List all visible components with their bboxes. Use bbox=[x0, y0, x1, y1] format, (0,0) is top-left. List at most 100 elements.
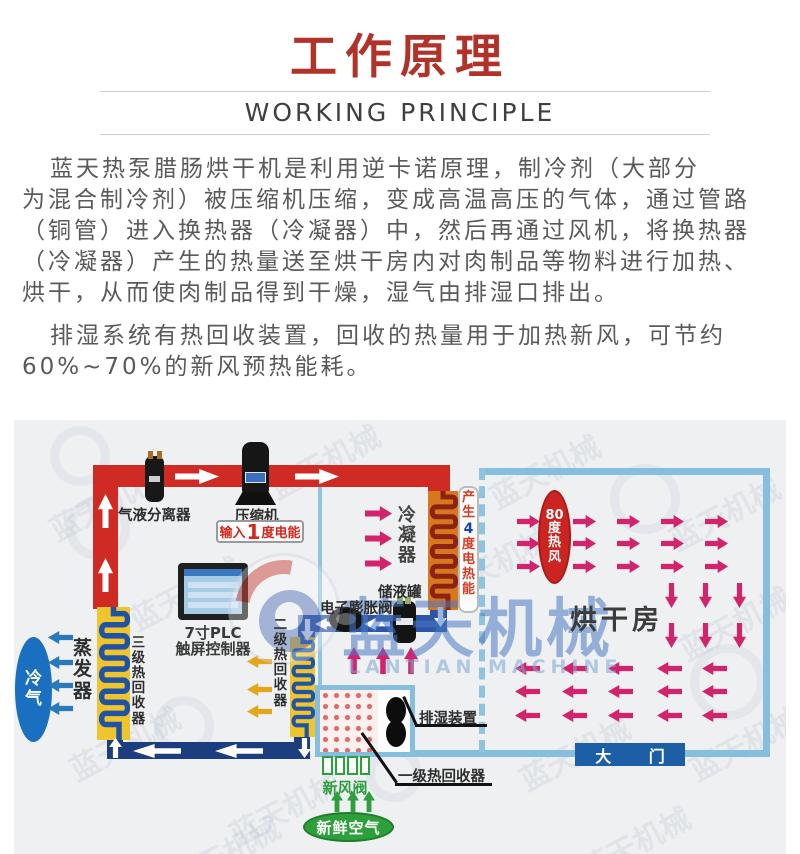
divider-line bbox=[100, 91, 710, 92]
condenser-inlet-pipe bbox=[428, 465, 450, 495]
exhaust-air-arrow bbox=[515, 709, 540, 722]
fresh-air-valve-cell bbox=[359, 756, 370, 775]
plc-label-line2: 触屏控制器 bbox=[175, 640, 251, 658]
recovered-heat-arrow bbox=[404, 647, 418, 674]
hot-gas-pipe-horizontal bbox=[95, 465, 450, 487]
watermark-faint-text: 蓝天机械 bbox=[161, 804, 288, 854]
cold-air-arrow bbox=[48, 631, 73, 644]
tank-cap-icon bbox=[405, 596, 411, 604]
fresh-air-valve-icon bbox=[322, 756, 370, 775]
plc-screen-row bbox=[188, 582, 238, 588]
fresh-air-valve-cell bbox=[334, 756, 345, 775]
recovery1-underline bbox=[395, 783, 492, 786]
recovered-heat-arrow bbox=[247, 705, 272, 718]
watermark-faint-text: 蓝天机械 bbox=[574, 801, 697, 854]
hot-air-arrow bbox=[699, 583, 712, 608]
exhaust-fan-icon bbox=[386, 720, 406, 747]
page-subtitle: WORKING PRINCIPLE bbox=[244, 98, 556, 127]
drying-room-right-wall bbox=[763, 468, 770, 757]
exhaust-air-arrow bbox=[562, 709, 587, 722]
door-badge: 大 门 bbox=[575, 743, 685, 766]
recovery3-label: 三级热回收器 bbox=[131, 635, 146, 727]
hot-air-arrow bbox=[573, 515, 596, 528]
condenser-label: 冷凝器 bbox=[397, 505, 416, 567]
hot-air-arrow bbox=[705, 560, 728, 573]
exhaust-air-arrow bbox=[657, 709, 682, 722]
input-energy-number: 1 bbox=[246, 519, 261, 544]
watermark-faint-circle bbox=[690, 644, 766, 720]
recovery2-label: 二级热回收器 bbox=[273, 617, 288, 709]
fresh-air-label: 新鲜空气 bbox=[316, 818, 381, 837]
intro-paragraph-1: 蓝天热泵腊肠烘干机是利用逆卡诺原理，制冷剂（大部分 为混合制冷剂）被压缩机压缩，… bbox=[22, 156, 750, 306]
expansion-valve-label: 电子膨胀阀 bbox=[320, 601, 393, 617]
exhaust-air-arrow bbox=[608, 662, 633, 675]
hot-air-arrow bbox=[365, 506, 392, 521]
hot-air-arrow bbox=[573, 560, 596, 573]
compressor-label-band bbox=[245, 472, 266, 483]
separator-band bbox=[149, 476, 160, 482]
exhaust-air-arrow bbox=[515, 662, 540, 675]
hot-air-arrow bbox=[365, 531, 392, 546]
hot-air-arrow bbox=[661, 560, 684, 573]
evaporator-label: 蒸发器 bbox=[72, 637, 92, 702]
produce-prefix: 产生 bbox=[461, 490, 475, 520]
page-title: 工作原理 bbox=[290, 30, 510, 85]
exhaust-air-arrow bbox=[608, 685, 633, 698]
compressor-base bbox=[235, 492, 276, 505]
drying-room-bottom-wall bbox=[315, 750, 770, 757]
watermark-faint-text: 蓝天机械 bbox=[264, 420, 387, 507]
hot-air-arrow bbox=[617, 537, 640, 550]
exhaust-air-arrow bbox=[657, 685, 682, 698]
hot-wind-number: 80 bbox=[545, 507, 564, 523]
compressor-icon bbox=[242, 442, 269, 494]
recovered-heat-arrow bbox=[376, 647, 390, 674]
door-label: 大 门 bbox=[595, 746, 681, 766]
plc-screen-row bbox=[188, 602, 238, 608]
hot-wind-badge: 80 度热风 bbox=[538, 490, 571, 584]
evaporator-coil bbox=[97, 607, 130, 740]
fresh-air-valve-cell bbox=[322, 756, 333, 775]
exhaust-air-arrow bbox=[515, 685, 540, 698]
exhaust-air-arrow bbox=[657, 662, 682, 675]
dehumidifier-underline bbox=[415, 724, 487, 727]
tank-cap-icon bbox=[397, 596, 403, 604]
plc-screen-header bbox=[184, 569, 242, 576]
recovery1-coil-panel bbox=[320, 690, 378, 752]
hot-air-arrow bbox=[365, 556, 392, 571]
separator-pin-icon bbox=[148, 451, 153, 459]
cold-air-label: 冷气 bbox=[25, 669, 42, 709]
hot-air-arrow bbox=[617, 560, 640, 573]
cold-air-badge: 冷气 bbox=[15, 637, 52, 742]
exhaust-air-arrow bbox=[562, 685, 587, 698]
separator-pin-icon bbox=[157, 451, 162, 459]
input-energy-prefix: 输入 bbox=[219, 526, 246, 541]
drying-room-label: 烘干房 bbox=[570, 605, 663, 636]
fresh-air-valve-label: 新风阀 bbox=[322, 779, 368, 797]
exhaust-fan-icon bbox=[386, 697, 406, 724]
drying-room-top-wall bbox=[480, 468, 770, 475]
hot-wind-text: 度热风 bbox=[547, 520, 561, 565]
cold-air-arrow bbox=[48, 656, 73, 669]
expansion-valve-inner bbox=[336, 613, 356, 625]
plc-screen-row bbox=[188, 592, 238, 598]
recovered-heat-arrow bbox=[347, 647, 361, 674]
divider-line bbox=[100, 134, 710, 135]
recovered-heat-arrow bbox=[247, 683, 272, 696]
produce-suffix: 度电热能 bbox=[461, 536, 475, 597]
intro-paragraph-2: 排湿系统有热回收装置，回收的热量用于加热新风，可节约 60%~70%的新风预热能… bbox=[22, 323, 726, 380]
hot-air-arrow bbox=[573, 537, 596, 550]
produce-number: 4 bbox=[463, 520, 474, 537]
tank-label: 储液罐 bbox=[378, 585, 422, 601]
plc-label-line1: 7寸PLC bbox=[184, 624, 242, 642]
recovery2-coil bbox=[290, 637, 315, 737]
input-energy-suffix: 度电能 bbox=[261, 526, 301, 541]
room-divider-dashed-line bbox=[479, 468, 485, 752]
recovery1-label: 一级热回收器 bbox=[398, 769, 485, 785]
fresh-air-valve-cell bbox=[347, 756, 358, 775]
separator-label: 气液分离器 bbox=[118, 508, 191, 524]
fresh-air-badge: 新鲜空气 bbox=[303, 812, 394, 842]
dehumidifier-label: 排湿装置 bbox=[419, 711, 477, 727]
